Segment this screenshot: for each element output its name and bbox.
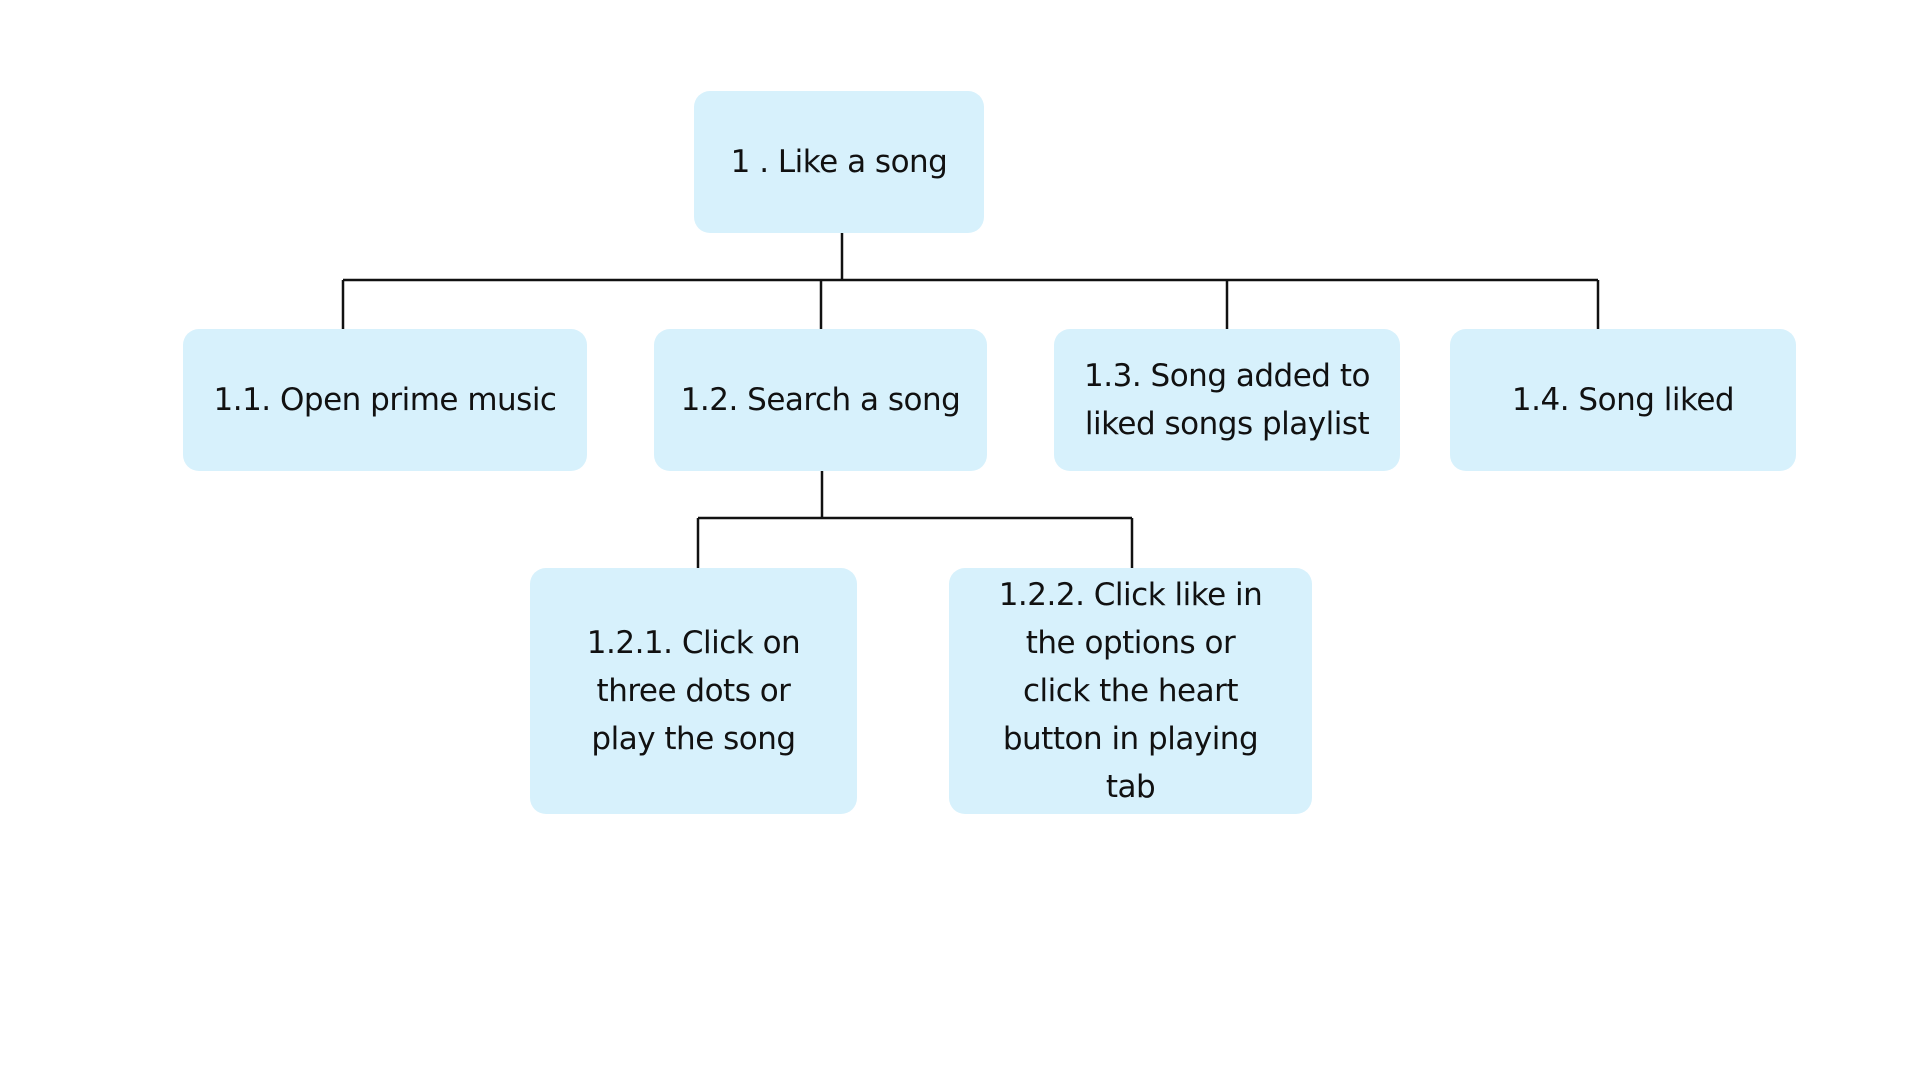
node-label: 1 . Like a song [730, 144, 948, 180]
node-open-prime-music: 1.1. Open prime music [183, 329, 587, 471]
node-song-added-to-playlist: 1.3. Song added to liked songs playlist [1054, 329, 1400, 471]
node-click-like: 1.2.2. Click like in the options or clic… [949, 568, 1312, 814]
node-label: 1.2.2. Click like in the options or clic… [998, 577, 1263, 805]
node-click-three-dots: 1.2.1. Click on three dots or play the s… [530, 568, 857, 814]
node-label: 1.2.1. Click on three dots or play the s… [586, 625, 801, 757]
node-label: 1.3. Song added to liked songs playlist [1084, 358, 1370, 442]
node-search-a-song: 1.2. Search a song [654, 329, 987, 471]
node-like-a-song: 1 . Like a song [694, 91, 984, 233]
node-label: 1.4. Song liked [1511, 382, 1735, 418]
node-label: 1.1. Open prime music [213, 382, 557, 418]
node-label: 1.2. Search a song [680, 382, 961, 418]
node-song-liked: 1.4. Song liked [1450, 329, 1796, 471]
